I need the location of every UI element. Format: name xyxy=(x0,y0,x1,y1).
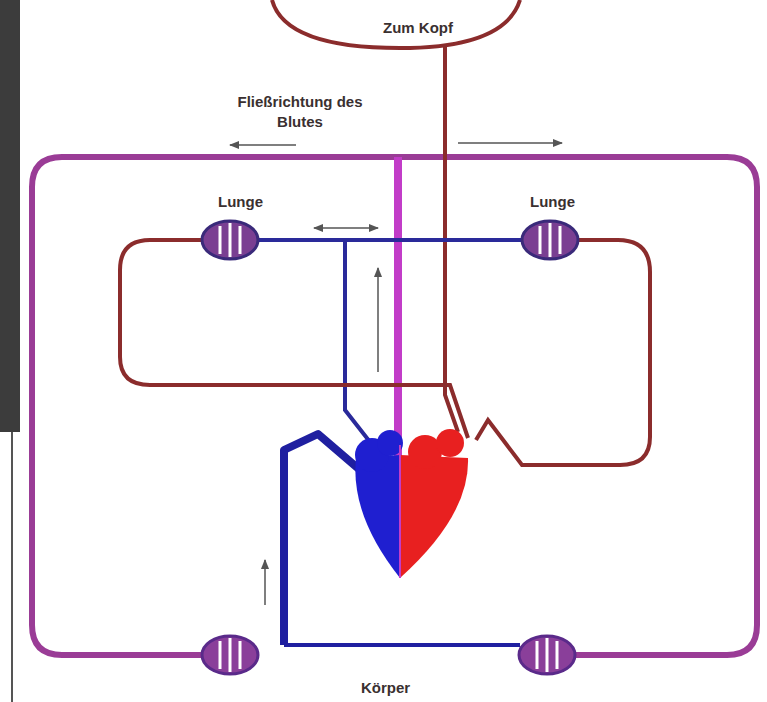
lung-label: Lunge xyxy=(216,192,265,212)
flow-arrow xyxy=(264,560,266,605)
capillary-bed xyxy=(202,636,258,674)
body-label: Körper xyxy=(359,678,412,698)
left-ventricle xyxy=(400,455,468,578)
body-circuit-vessel xyxy=(32,157,757,655)
flow-arrow xyxy=(314,227,378,229)
head-label: Zum Kopf xyxy=(381,18,455,38)
septum xyxy=(399,445,401,578)
body-capillaries xyxy=(202,636,575,674)
vein-from-head xyxy=(394,157,402,462)
pulmonary-trunk xyxy=(345,240,370,442)
vena-cava xyxy=(284,434,360,645)
frame-band xyxy=(0,0,20,432)
right-ventricle xyxy=(355,455,400,578)
flow-arrow xyxy=(377,268,379,372)
pulmonary-vein xyxy=(476,240,650,465)
head-loop-vessel xyxy=(272,0,520,48)
capillary-bed xyxy=(519,636,575,674)
lung-label: Lunge xyxy=(528,192,577,212)
capillary-bed xyxy=(522,221,578,259)
left-atrium xyxy=(436,429,464,457)
flow-arrow xyxy=(230,144,296,146)
pulmonary-artery xyxy=(258,238,522,242)
body-vein xyxy=(284,643,520,647)
capillary-stripes xyxy=(220,638,240,672)
heart xyxy=(355,429,468,578)
capillary-stripes xyxy=(220,223,240,257)
frame-line xyxy=(11,432,13,702)
capillary-bed xyxy=(202,221,258,259)
capillary-stripes xyxy=(537,638,557,672)
lung-capillaries xyxy=(202,221,578,259)
flow-arrow xyxy=(458,142,562,144)
pulmonary-vein xyxy=(120,240,468,438)
flow-direction-label: Fließrichtung des Blutes xyxy=(213,92,387,131)
capillary-stripes xyxy=(540,223,560,257)
